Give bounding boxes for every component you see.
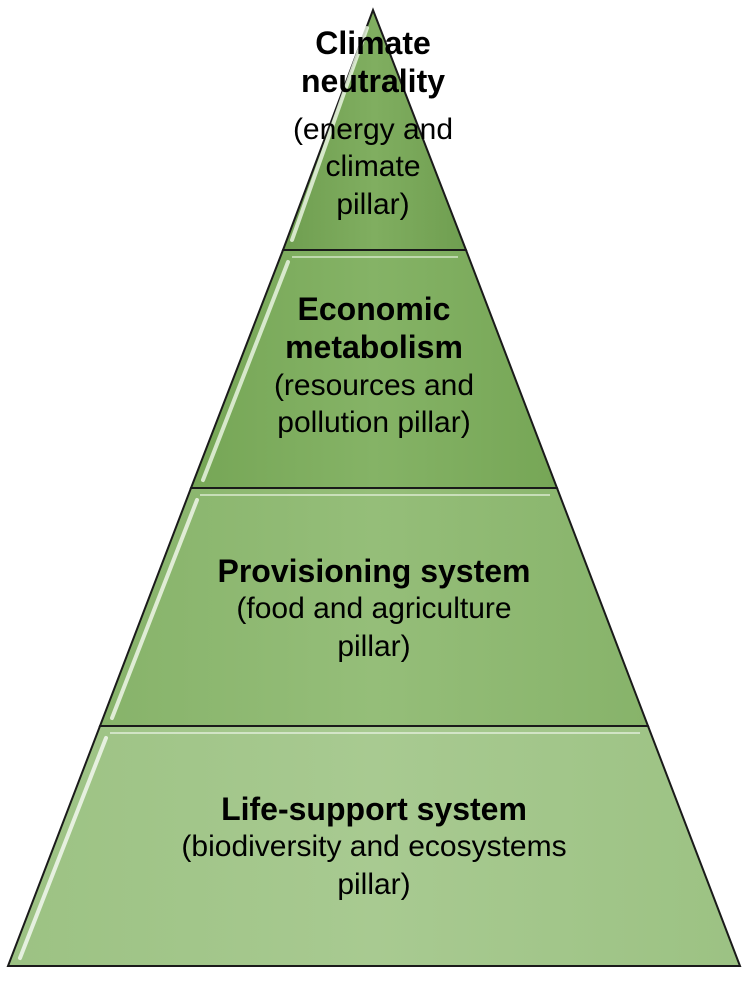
tier-provisioning-system-label: Provisioning system (food and agricultur… xyxy=(174,552,574,665)
tier-title: Climate xyxy=(315,25,431,61)
tier-climate-highlight xyxy=(290,26,369,242)
tier-life-support-system-label: Life-support system (biodiversity and ec… xyxy=(134,790,614,903)
tier-subtitle: pillar) xyxy=(337,629,411,663)
tier-life-support-system-shape xyxy=(6,725,742,967)
tier-subtitle: (resources and xyxy=(273,368,475,402)
tier-subtitle: (food and agriculture xyxy=(236,592,512,626)
tier-climate-neutrality-label: Climate neutrality (energy and climate p… xyxy=(253,24,493,223)
tier-economic-metabolism-label: Economic metabolism (resources and pollu… xyxy=(224,290,524,442)
tier-subtitle: (biodiversity and ecosystems xyxy=(181,830,567,864)
tier-economic-highlight xyxy=(201,260,290,482)
tier-title: metabolism xyxy=(285,329,463,366)
tier-provisioning-highlight xyxy=(110,498,199,720)
tier-title: Provisioning system xyxy=(217,553,531,589)
tier-life-support-highlight xyxy=(18,736,108,960)
tier-subtitle: pollution pillar) xyxy=(277,406,471,440)
tier-subtitle: climate xyxy=(325,150,421,184)
tier-title: Economic xyxy=(297,291,451,327)
tier-subtitle: pillar) xyxy=(336,187,410,221)
tier-title: neutrality xyxy=(300,63,446,100)
tier-subtitle: (energy and xyxy=(292,112,454,146)
tier-subtitle: pillar) xyxy=(337,867,411,901)
tier-title: Life-support system xyxy=(221,791,527,827)
